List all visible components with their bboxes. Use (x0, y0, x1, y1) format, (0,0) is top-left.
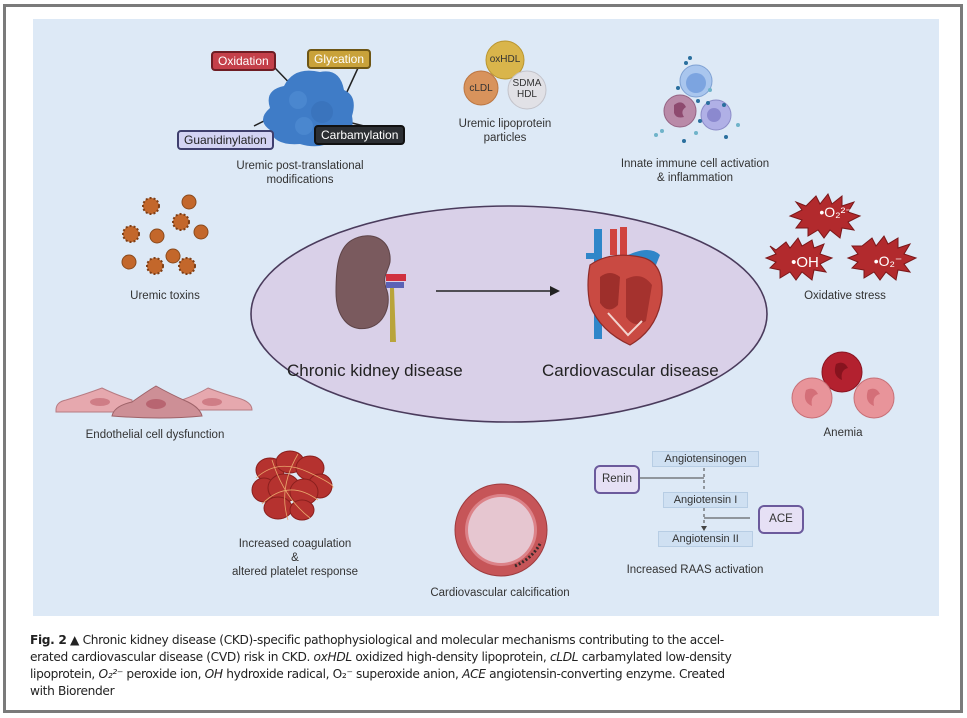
immune-label-line1: Innate immune cell activation (620, 158, 770, 170)
caption-abbr-oxhdl: oxHDL (313, 650, 353, 664)
caption-abbr-oh: OH (204, 667, 223, 681)
immune-cells-icon (654, 56, 740, 143)
oxidative-species-icon (764, 193, 918, 281)
renin-box: Renin (594, 465, 640, 494)
tag-oxidation: Oxidation (211, 51, 276, 71)
species-hydroxide: •OH (791, 254, 819, 271)
caption-marker-icon: ▲ (70, 633, 80, 647)
angiotensin-2-box: Angiotensin II (658, 531, 753, 547)
figure-caption: Fig. 2 ▲ Chronic kidney disease (CKD)-sp… (30, 632, 750, 700)
progression-arrow (436, 286, 560, 296)
ckd-label: Chronic kidney disease (287, 361, 463, 380)
anemia-label: Anemia (823, 427, 863, 439)
species-superoxide: •O₂⁻ (873, 253, 903, 269)
heart-icon (586, 227, 663, 346)
lipoprotein-label: Uremic lipoprotein particles (445, 117, 565, 145)
endothelial-label: Endothelial cell dysfunction (85, 429, 225, 441)
coagulation-label-line3: altered platelet response (232, 566, 358, 578)
oxidative-label: Oxidative stress (804, 290, 886, 302)
protein-blob-icon (253, 67, 365, 147)
particle-cldl: cLDL (469, 83, 493, 94)
caption-def-cldl: carbamylated low-density lipoprotein, (30, 650, 732, 681)
blood-clot-icon (251, 450, 334, 521)
calcified-vessel-icon (454, 483, 548, 577)
particle-oxhdl: oxHDL (489, 54, 521, 65)
species-peroxide: •O₂²⁻ (819, 204, 853, 220)
tag-carbamylation: Carbamylation (314, 125, 406, 145)
angiotensin-1-box: Angiotensin I (663, 492, 748, 508)
ptm-label-line2: modifications (266, 174, 334, 186)
caption-def-ace: angiotensin-converting enzyme. Created w… (30, 667, 725, 698)
red-blood-cells-icon (791, 351, 895, 419)
immune-label: Innate immune cell activation & inflamma… (605, 157, 785, 185)
coagulation-label-line1: Increased coagulation (238, 538, 352, 550)
caption-fig-label: Fig. 2 (30, 633, 67, 647)
caption-abbr-ace: ACE (462, 667, 486, 681)
cvd-label: Cardiovascular disease (542, 361, 719, 380)
kidney-icon (335, 235, 406, 342)
calcification-label: Cardiovascular calcification (430, 587, 570, 599)
ptm-label-line1: Uremic post-translational (236, 160, 364, 172)
caption-abbr-o22: O₂²⁻ (98, 667, 124, 681)
raas-pathway-lines (632, 468, 750, 531)
endothelial-cells-icon (55, 385, 253, 419)
caption-text-1: Chronic kidney disease (CKD)-specific pa… (30, 633, 724, 664)
lipoprotein-label-line1: Uremic lipoprotein (458, 118, 552, 130)
tag-glycation: Glycation (307, 49, 372, 69)
toxins-label: Uremic toxins (130, 290, 200, 302)
caption-def-oxhdl: oxidized high-density lipoprotein, (351, 650, 550, 664)
coagulation-label: Increased coagulation & altered platelet… (220, 537, 370, 579)
caption-def-o22: peroxide ion, (122, 667, 205, 681)
uremic-toxins-icon (121, 194, 209, 275)
ace-box: ACE (758, 505, 804, 534)
coagulation-label-line2: & (291, 552, 299, 564)
immune-label-line2: & inflammation (656, 172, 734, 184)
particle-sdma-line1: SDMA (512, 78, 542, 89)
angiotensinogen-box: Angiotensinogen (652, 451, 759, 467)
particle-sdma-line2: HDL (516, 89, 537, 100)
lipoprotein-particles-icon (463, 40, 547, 110)
caption-def-oh: hydroxide radical, O₂⁻ superoxide anion, (222, 667, 463, 681)
lipoprotein-label-line2: particles (483, 132, 527, 144)
raas-label: Increased RAAS activation (626, 564, 764, 576)
particle-sdma-hdl: SDMA HDL (502, 78, 552, 100)
caption-abbr-cldl: cLDL (549, 650, 579, 664)
ptm-label: Uremic post-translational modifications (220, 159, 380, 187)
tag-guanidinylation: Guanidinylation (177, 130, 274, 150)
